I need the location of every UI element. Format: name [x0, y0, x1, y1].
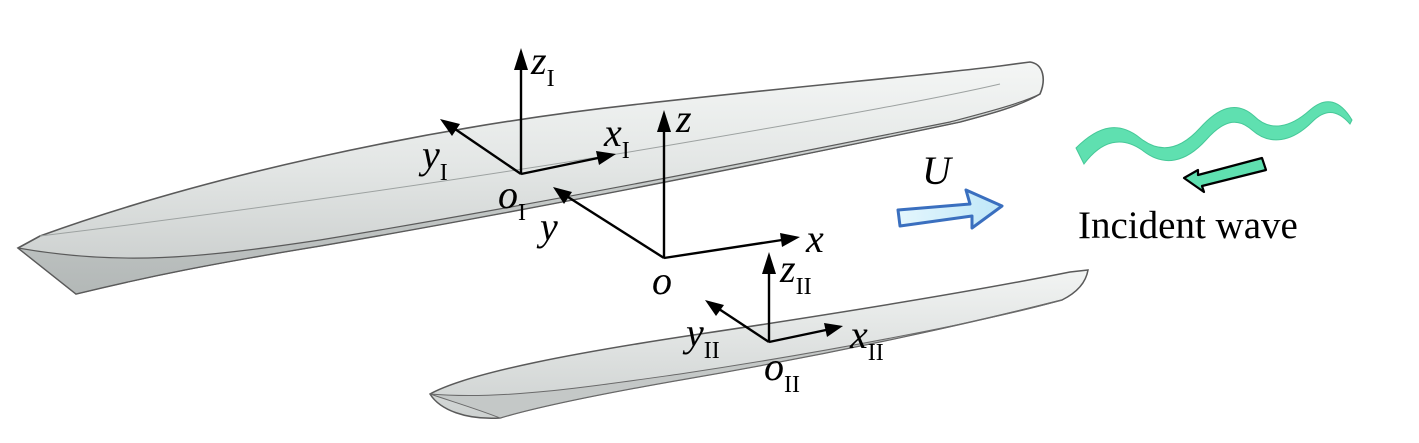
frame-2-x-axis — [768, 328, 827, 344]
hull-small — [428, 269, 1089, 419]
frame-1-axes — [440, 48, 616, 176]
frame-2-z-arrowhead — [762, 252, 776, 274]
global-origin-label: o — [652, 258, 672, 303]
frame-2-y-label: yII — [682, 310, 720, 364]
frame-1-z-label: zI — [530, 38, 555, 92]
frame-1-y-axis — [454, 128, 522, 175]
hull-large-side — [17, 93, 1041, 295]
frame-1-x-label: xI — [603, 110, 630, 164]
frame-2-x-label: xII — [849, 312, 884, 366]
right-arrow-icon — [896, 188, 1004, 230]
incident-wave-label: Incident wave — [1078, 204, 1298, 247]
global-x-axis — [663, 238, 783, 260]
global-x-arrowhead — [780, 233, 800, 247]
frame-1-z-arrowhead — [514, 48, 528, 70]
global-frame-axes — [553, 110, 800, 260]
frame-2-z-label: zII — [779, 246, 812, 300]
frame-2-axes — [705, 252, 843, 344]
frame-2-y-arrowhead — [705, 300, 724, 316]
global-y-arrowhead — [553, 187, 572, 204]
wave-icon — [1075, 101, 1353, 165]
global-y-axis — [567, 195, 665, 260]
frame-1-x-axis — [520, 156, 599, 176]
velocity-label: U — [922, 148, 954, 193]
global-x-label: x — [805, 216, 824, 261]
frame-1-y-label: yI — [418, 132, 448, 186]
hull-large-chine — [39, 83, 1001, 237]
frame-1-x-arrowhead — [596, 151, 616, 165]
global-z-label: z — [675, 96, 692, 141]
frame-1-origin-label: oI — [498, 172, 526, 226]
global-z-arrowhead — [657, 110, 671, 132]
frame-2-origin-label: oII — [764, 344, 800, 398]
global-y-label: y — [536, 204, 558, 249]
hull-large — [16, 61, 1044, 295]
velocity-indicator: U — [896, 148, 1004, 230]
left-arrow-icon — [1182, 156, 1268, 194]
incident-wave: Incident wave — [1075, 101, 1353, 247]
frame-2-y-axis — [718, 307, 770, 344]
frame-2-x-arrowhead — [824, 323, 843, 337]
frame-1-y-arrowhead — [440, 119, 460, 136]
hull-small-side — [429, 299, 1063, 419]
